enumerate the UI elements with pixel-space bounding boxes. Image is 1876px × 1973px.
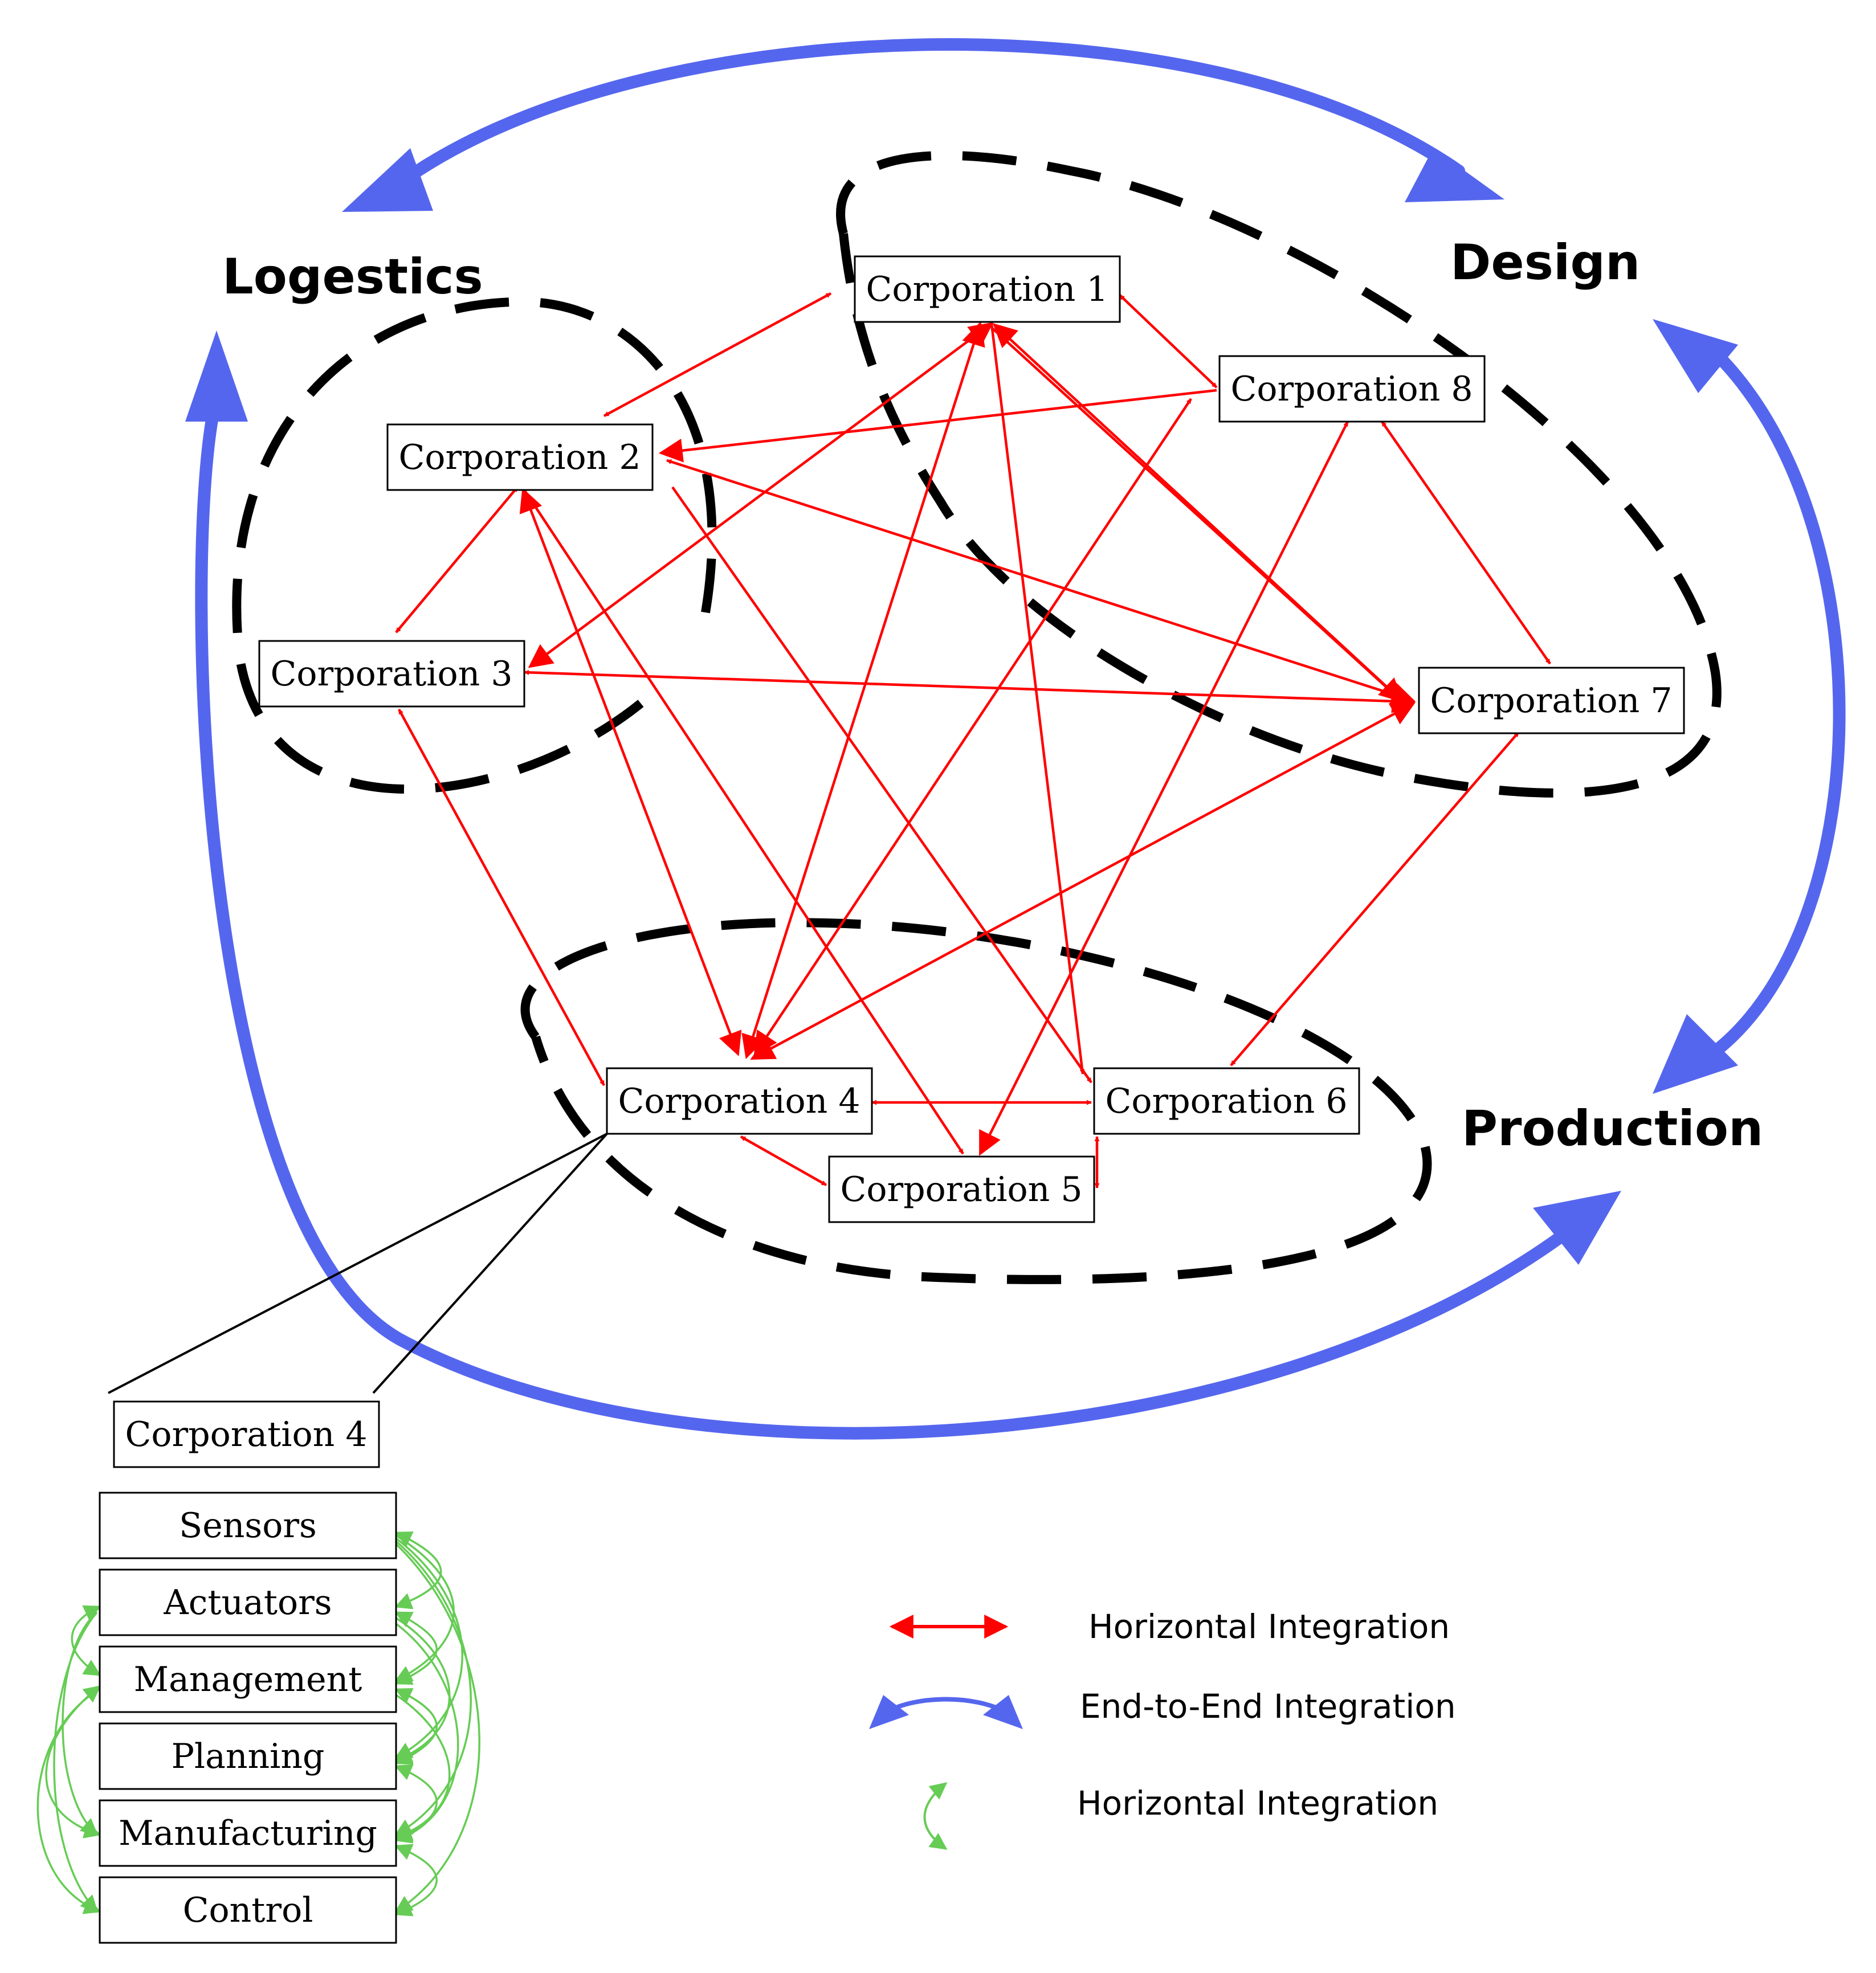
legend-green-arc	[923, 1782, 948, 1850]
corporation-1-label: Corporation 1	[866, 269, 1108, 309]
corporation-5[interactable]: Corporation 5	[828, 1155, 1095, 1223]
link-c7-c6	[1230, 731, 1520, 1067]
corporation-3-label: Corporation 3	[270, 654, 512, 694]
design-label: Design	[1450, 234, 1640, 291]
corporation-1[interactable]: Corporation 1	[854, 255, 1121, 323]
link-c8-c4	[753, 398, 1192, 1056]
layer-actuators[interactable]: Actuators	[99, 1568, 397, 1636]
corporation-4-label: Corporation 4	[618, 1081, 860, 1121]
detail-zoom-lines	[108, 1133, 608, 1394]
legend-horizontal-label: Horizontal Integration	[1088, 1607, 1450, 1646]
link-c8-c7	[1381, 420, 1551, 665]
corporation-7-label: Corporation 7	[1430, 681, 1672, 721]
link-c7-c4	[750, 702, 1416, 1060]
vertical-integration-links	[36, 1531, 480, 1917]
arrowhead-production	[1533, 1191, 1621, 1265]
logistics-design-arrow	[387, 38, 1465, 194]
link-c2-c7	[666, 459, 1416, 706]
detail-corporation-4[interactable]: Corporation 4	[113, 1400, 380, 1468]
corporation-8-label: Corporation 8	[1230, 369, 1473, 409]
link-c1-c4	[741, 321, 985, 1060]
legend-vertical-label: Horizontal Integration	[1077, 1784, 1438, 1823]
link-c8-c5	[978, 420, 1349, 1156]
layer-planning[interactable]: Planning	[99, 1722, 397, 1790]
link-c3-c7	[524, 669, 1416, 713]
legend-end-to-end: End-to-End Integration	[869, 1687, 1456, 1729]
link-c4-c5	[740, 1135, 827, 1186]
production-label: Production	[1462, 1100, 1763, 1157]
link-c2-c8	[658, 389, 1217, 463]
corporation-3[interactable]: Corporation 3	[258, 640, 525, 708]
link-c1-c2	[603, 292, 832, 417]
legend-blue-arc	[885, 1697, 1007, 1714]
arrowhead-design-right	[1653, 319, 1738, 393]
corporation-4[interactable]: Corporation 4	[606, 1067, 873, 1135]
legend: Horizontal Integration End-to-End Integr…	[869, 1607, 1456, 1850]
logistics-label: Logestics	[222, 248, 483, 305]
link-c3-c4	[398, 708, 605, 1086]
corporation-boxes: Corporation 1 Corporation 8 Corporation …	[258, 255, 1685, 1223]
link-c1-c3	[528, 322, 994, 668]
arrowhead-design	[1405, 148, 1504, 202]
layer-management-label: Management	[134, 1660, 362, 1700]
layer-management[interactable]: Management	[99, 1645, 397, 1713]
arrowhead-logistics-bottom	[185, 330, 248, 422]
corporation-6[interactable]: Corporation 6	[1093, 1067, 1360, 1135]
production-logistics-arrow	[195, 404, 1568, 1440]
horizontal-integration-links	[395, 292, 1551, 1188]
corporation-5-label: Corporation 5	[840, 1170, 1082, 1210]
logistics-region-outline	[232, 297, 717, 794]
detail-title: Corporation 4	[125, 1415, 367, 1455]
arrowhead-production-right	[1653, 1014, 1738, 1094]
layer-planning-label: Planning	[172, 1737, 325, 1776]
production-region-outline	[520, 918, 1432, 1284]
legend-end-to-end-label: End-to-End Integration	[1080, 1687, 1456, 1726]
detail-layers: Sensors Actuators Management Planning Ma…	[99, 1492, 397, 1944]
layer-actuators-label: Actuators	[163, 1583, 332, 1623]
layer-manufacturing-label: Manufacturing	[119, 1813, 377, 1853]
arrowhead-logistics	[342, 148, 433, 212]
layer-manufacturing[interactable]: Manufacturing	[99, 1799, 397, 1867]
corporation-7[interactable]: Corporation 7	[1418, 667, 1685, 734]
end-to-end-arrowheads	[185, 148, 1738, 1265]
layer-control[interactable]: Control	[99, 1876, 397, 1944]
corporation-2-label: Corporation 2	[398, 438, 641, 477]
end-to-end-arrows	[195, 38, 1846, 1440]
link-c2-c4	[519, 488, 742, 1056]
legend-vertical: Horizontal Integration	[923, 1782, 1438, 1850]
layer-sensors[interactable]: Sensors	[99, 1492, 397, 1559]
layer-sensors-label: Sensors	[179, 1506, 317, 1546]
corporation-6-label: Corporation 6	[1105, 1081, 1347, 1121]
legend-horizontal: Horizontal Integration	[889, 1607, 1450, 1646]
corporation-2[interactable]: Corporation 2	[386, 423, 654, 491]
link-c1-c8	[1119, 294, 1218, 389]
design-production-arrow	[1698, 341, 1846, 1066]
link-c2-c3	[395, 486, 519, 634]
corporation-8[interactable]: Corporation 8	[1218, 355, 1486, 423]
layer-control-label: Control	[183, 1890, 313, 1930]
